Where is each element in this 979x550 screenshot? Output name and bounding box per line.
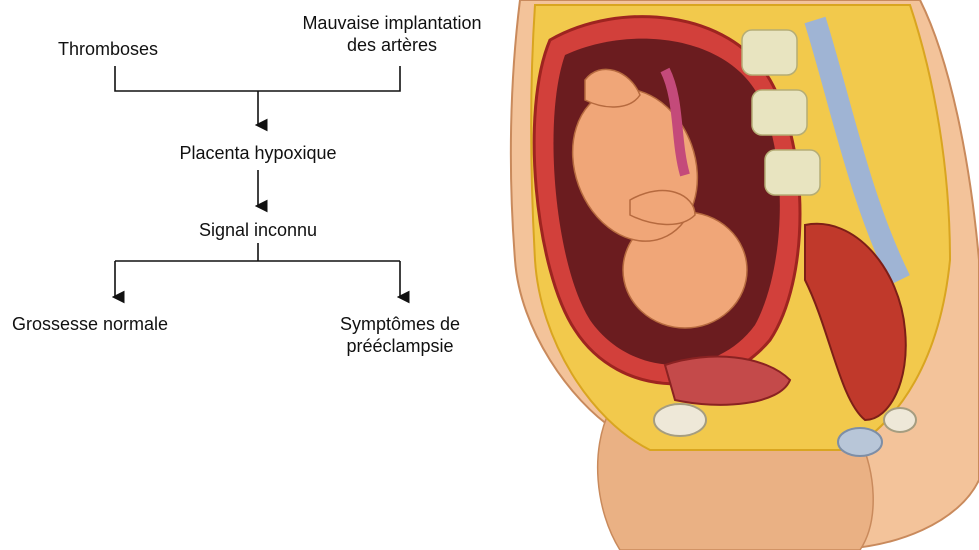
pregnancy-cross-section-illustration xyxy=(480,0,979,550)
node-mauvaise-implantation: Mauvaise implantation des artères xyxy=(287,12,497,56)
connector-top-merge xyxy=(115,66,400,91)
node-mauvaise-line1: Mauvaise implantation xyxy=(287,12,497,34)
connector-split xyxy=(115,243,400,261)
anal-sphincter xyxy=(838,428,882,456)
pubic-bone xyxy=(654,404,706,436)
node-mauvaise-line2: des artères xyxy=(287,34,497,56)
node-grossesse-normale: Grossesse normale xyxy=(12,313,168,335)
node-symptomes-line2: prééclampsie xyxy=(320,335,480,357)
node-thromboses: Thromboses xyxy=(58,38,158,60)
node-symptomes-preeclampsie: Symptômes de prééclampsie xyxy=(320,313,480,357)
coccyx xyxy=(884,408,916,432)
node-symptomes-line1: Symptômes de xyxy=(320,313,480,335)
node-signal-inconnu: Signal inconnu xyxy=(168,219,348,241)
node-placenta-hypoxique: Placenta hypoxique xyxy=(158,142,358,164)
